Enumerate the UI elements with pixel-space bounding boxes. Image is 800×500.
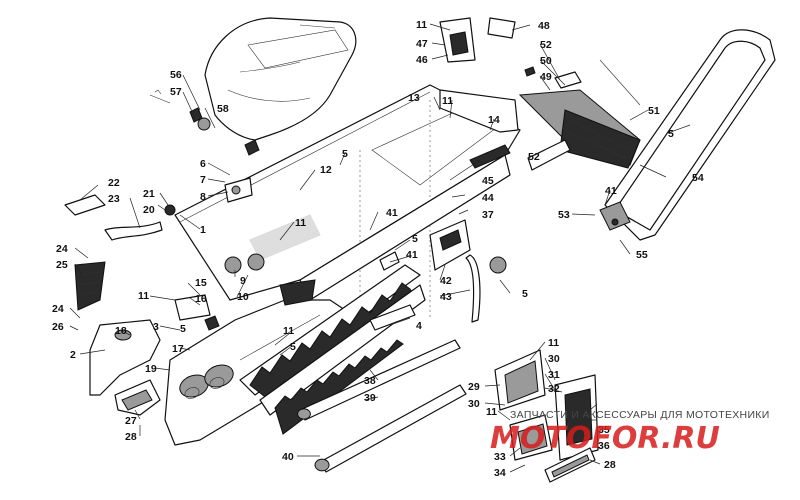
grab-bar bbox=[599, 29, 776, 241]
leader-lines bbox=[69, 23, 691, 473]
callout-7: 7 bbox=[200, 174, 206, 186]
callout-21: 21 bbox=[143, 188, 155, 200]
callout-27: 27 bbox=[125, 415, 137, 427]
callout-24-upper: 24 bbox=[56, 243, 68, 255]
callout-41-center: 41 bbox=[386, 207, 398, 219]
callout-15: 15 bbox=[195, 277, 207, 289]
callout-41-right: 41 bbox=[406, 249, 418, 261]
callout-24-lower: 24 bbox=[52, 303, 64, 315]
left-brackets bbox=[64, 177, 316, 416]
callout-33: 33 bbox=[494, 451, 506, 463]
callout-48: 48 bbox=[538, 20, 550, 32]
callout-39: 39 bbox=[364, 392, 376, 404]
callout-19: 19 bbox=[145, 363, 157, 375]
callout-labels: 56 57 58 6 7 8 22 23 21 20 1 24 25 24 26… bbox=[52, 19, 704, 479]
callout-5-center: 5 bbox=[412, 233, 418, 245]
callout-11-left: 11 bbox=[138, 290, 149, 302]
callout-9: 9 bbox=[240, 275, 246, 287]
callout-55: 55 bbox=[636, 249, 648, 261]
callout-14: 14 bbox=[488, 114, 500, 126]
callout-35: 35 bbox=[598, 424, 610, 436]
callout-46: 46 bbox=[416, 54, 428, 66]
callout-18: 18 bbox=[115, 325, 127, 337]
callout-45: 45 bbox=[482, 175, 494, 187]
callout-52-lower: 52 bbox=[528, 151, 540, 163]
callout-30-top: 30 bbox=[548, 353, 560, 365]
callout-23: 23 bbox=[108, 193, 120, 205]
callout-32: 32 bbox=[548, 383, 560, 395]
callout-5-top: 5 bbox=[342, 148, 348, 160]
callout-5-left: 5 bbox=[180, 323, 186, 335]
callout-40: 40 bbox=[282, 451, 294, 463]
callout-52-top: 52 bbox=[540, 39, 552, 51]
rods bbox=[297, 304, 467, 473]
watermark-tagline: ЗАПЧАСТИ И АКСЕССУАРЫ ДЛЯ МОТОТЕХНИКИ bbox=[510, 409, 770, 421]
callout-8: 8 bbox=[200, 191, 206, 203]
callout-2: 2 bbox=[70, 349, 76, 361]
callout-6: 6 bbox=[200, 158, 206, 170]
callout-36: 36 bbox=[598, 440, 610, 452]
callout-53: 53 bbox=[558, 209, 570, 221]
callout-56: 56 bbox=[170, 69, 182, 81]
callout-5-flap: 5 bbox=[668, 128, 674, 140]
callout-50: 50 bbox=[540, 55, 552, 67]
callout-34: 34 bbox=[494, 467, 506, 479]
callout-54: 54 bbox=[692, 172, 704, 184]
callout-30-lower: 30 bbox=[468, 398, 480, 410]
callout-1: 1 bbox=[200, 224, 206, 236]
callout-16: 16 bbox=[195, 293, 207, 305]
callout-25: 25 bbox=[56, 259, 68, 271]
callout-28-right: 28 bbox=[604, 459, 616, 471]
callout-10: 10 bbox=[237, 291, 249, 303]
callout-11-cover-lower: 11 bbox=[486, 406, 497, 418]
callout-11-mid: 11 bbox=[295, 217, 306, 229]
callout-5-lower: 5 bbox=[290, 341, 296, 353]
callout-11-top: 11 bbox=[442, 95, 453, 107]
watermark-logo: MOTOFOR.RU bbox=[490, 421, 720, 456]
callout-4: 4 bbox=[416, 320, 422, 332]
snow-flap bbox=[439, 17, 641, 171]
callout-41-bar: 41 bbox=[605, 185, 617, 197]
callout-37: 37 bbox=[482, 209, 494, 221]
callout-44: 44 bbox=[482, 192, 494, 204]
callout-38: 38 bbox=[364, 375, 376, 387]
callout-26: 26 bbox=[52, 321, 64, 333]
callout-49: 49 bbox=[540, 71, 552, 83]
callout-5-right: 5 bbox=[522, 288, 528, 300]
callout-28-left: 28 bbox=[125, 431, 137, 443]
seat bbox=[149, 17, 357, 156]
tunnel bbox=[174, 84, 521, 340]
callout-3: 3 bbox=[153, 321, 159, 333]
callout-20: 20 bbox=[143, 204, 155, 216]
center-parts bbox=[379, 219, 507, 323]
callout-11-lower: 11 bbox=[283, 325, 294, 337]
callout-13: 13 bbox=[408, 92, 420, 104]
callout-51: 51 bbox=[648, 105, 660, 117]
callout-11-cover: 11 bbox=[548, 337, 559, 349]
callout-42: 42 bbox=[440, 275, 452, 287]
callout-31: 31 bbox=[548, 369, 560, 381]
callout-22: 22 bbox=[108, 177, 120, 189]
callout-11-flap: 11 bbox=[416, 19, 427, 31]
callout-29: 29 bbox=[468, 381, 480, 393]
lower-cover bbox=[494, 349, 599, 483]
callout-47: 47 bbox=[416, 38, 428, 50]
callout-43: 43 bbox=[440, 291, 452, 303]
watermark: ЗАПЧАСТИ И АКСЕССУАРЫ ДЛЯ МОТОТЕХНИКИ MO… bbox=[490, 409, 770, 456]
callout-12: 12 bbox=[320, 164, 332, 176]
callout-58: 58 bbox=[217, 103, 229, 115]
callout-17: 17 bbox=[172, 343, 184, 355]
callout-57: 57 bbox=[170, 86, 182, 98]
